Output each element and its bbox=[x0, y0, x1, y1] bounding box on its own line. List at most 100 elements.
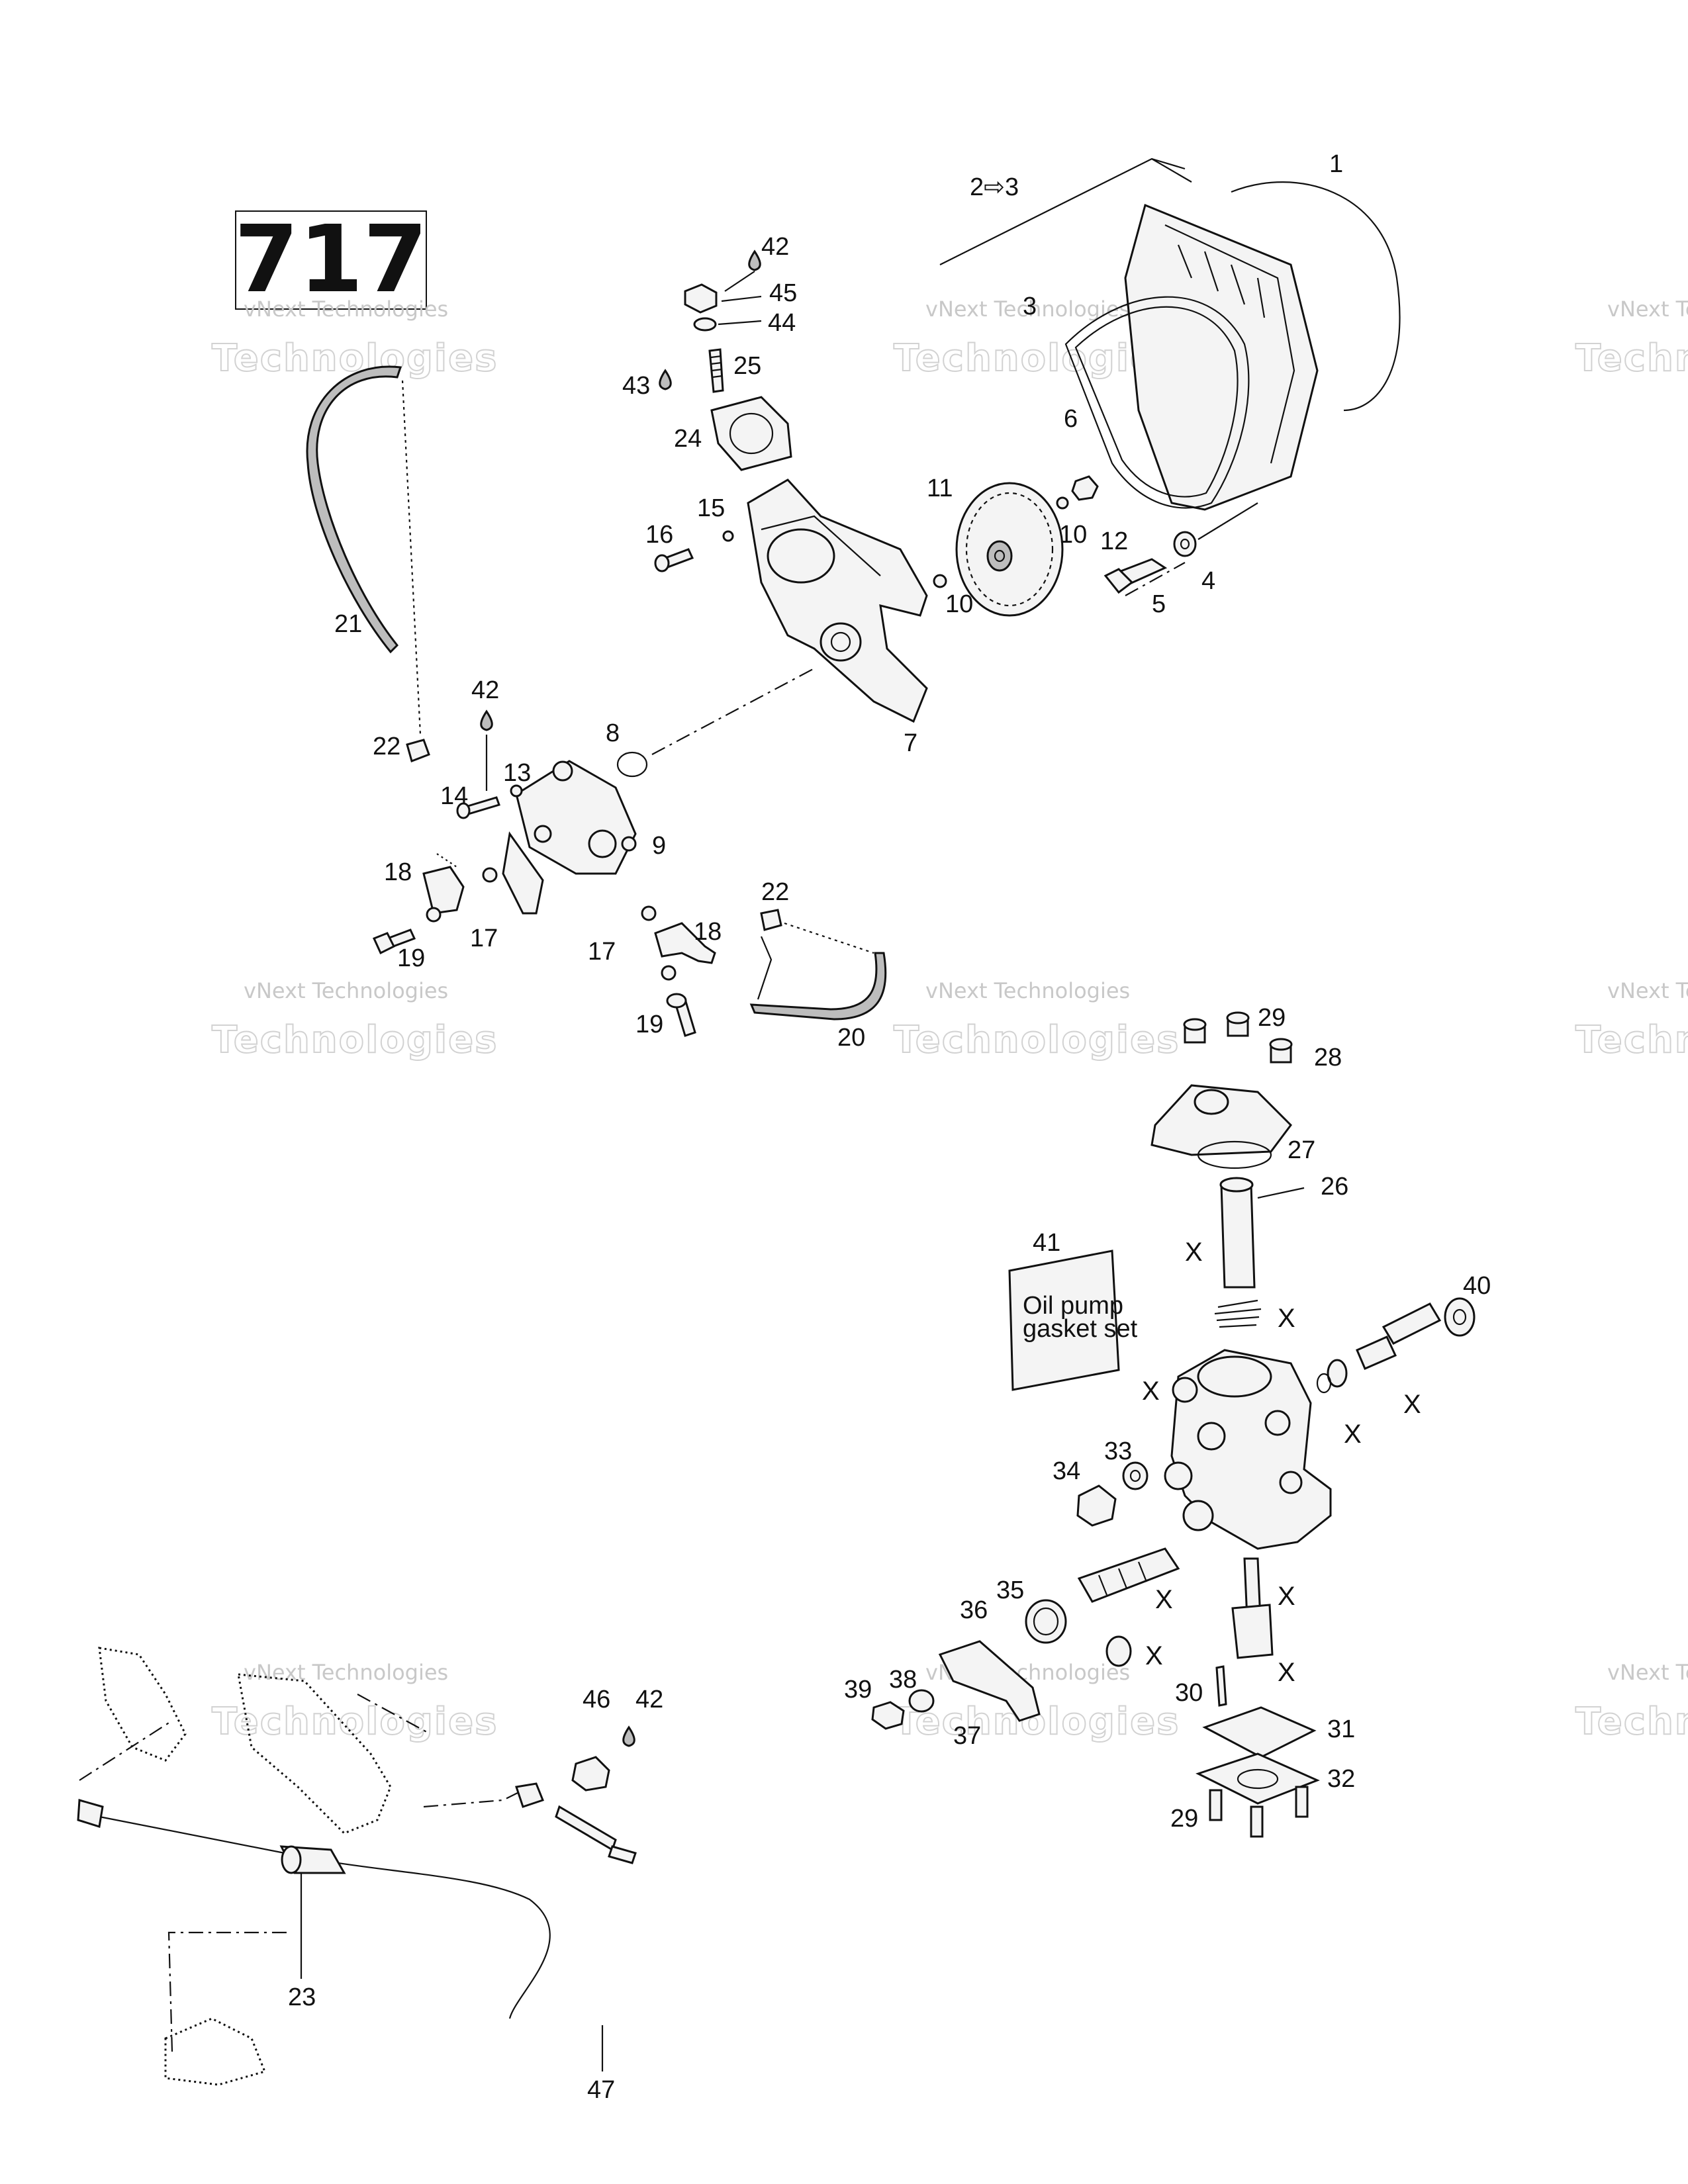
cable-bracket-ring bbox=[281, 1845, 302, 1874]
x-mark: X bbox=[1278, 1582, 1295, 1611]
x-mark: X bbox=[1145, 1641, 1163, 1670]
stud-threads bbox=[710, 355, 723, 379]
axis-line-gear bbox=[1125, 562, 1186, 596]
part-number-label: 3 bbox=[1023, 293, 1037, 320]
part-number-label: 2⇨3 bbox=[970, 173, 1019, 201]
oil-drop-icon bbox=[659, 369, 672, 390]
watermark-text: vNext Technologies bbox=[925, 296, 1130, 322]
clip-part-22 bbox=[406, 739, 430, 762]
spring-part bbox=[1214, 1299, 1262, 1328]
x-mark: X bbox=[1278, 1658, 1295, 1687]
cable-part-47 bbox=[99, 1815, 551, 2019]
cover-rib bbox=[1164, 224, 1295, 464]
leader-2-3b bbox=[1151, 158, 1186, 170]
part-number-label: 4 bbox=[1201, 567, 1215, 595]
nut-part-39 bbox=[871, 1701, 905, 1730]
bolt-head-part-19 bbox=[372, 932, 396, 955]
part-number-label: 41 bbox=[1033, 1229, 1060, 1257]
part-number-label: 27 bbox=[1288, 1136, 1315, 1164]
leaders-44-45 bbox=[718, 295, 762, 326]
pump-body-boss bbox=[1164, 1461, 1193, 1490]
housing-bore-inner bbox=[830, 631, 851, 653]
base-plate-part-32 bbox=[1196, 1752, 1320, 1805]
plug-part-34 bbox=[1076, 1484, 1117, 1527]
x-mark: X bbox=[1155, 1585, 1173, 1614]
watermark-text: vNext Technologies bbox=[1607, 978, 1688, 1003]
ball-part-13 bbox=[510, 784, 523, 797]
spring-inner bbox=[1033, 1607, 1059, 1636]
part-number-label: 43 bbox=[622, 372, 650, 400]
drive-gear bbox=[1231, 1604, 1274, 1659]
nut-part-46 bbox=[571, 1756, 610, 1792]
part-number-label: 46 bbox=[583, 1686, 610, 1713]
part-number-label: 18 bbox=[694, 918, 722, 946]
part-number-label: 21 bbox=[334, 610, 362, 638]
watermark-text: vNext Technologies bbox=[244, 1660, 448, 1685]
part-number-label: 6 bbox=[1064, 405, 1078, 433]
watermark-text: vNext Technologies bbox=[244, 296, 448, 322]
part-number-label: 31 bbox=[1327, 1715, 1355, 1743]
gasket-set-envelope-part-41: Oil pump gasket set bbox=[1008, 1250, 1138, 1391]
part-number-label: 36 bbox=[960, 1596, 988, 1624]
leader-4 bbox=[1197, 502, 1258, 540]
part-number-label: 32 bbox=[1327, 1765, 1355, 1793]
part-number-label: 29 bbox=[1170, 1805, 1198, 1833]
washer-part-17 bbox=[426, 907, 442, 923]
oil-pump-body bbox=[1170, 1349, 1332, 1550]
axis-line-bracket-lower bbox=[167, 1931, 291, 2052]
watermark-text: vNext Technologies bbox=[1607, 1660, 1688, 1685]
leader-26 bbox=[1257, 1187, 1305, 1199]
washer-part-44 bbox=[693, 317, 717, 332]
pump-body-boss bbox=[1279, 1471, 1303, 1494]
part-number-label: 42 bbox=[471, 676, 499, 704]
screws-part-29-top bbox=[1183, 1011, 1293, 1064]
pump-housing-part-7 bbox=[747, 478, 928, 723]
axis-line-bracket bbox=[79, 1720, 173, 1781]
cable-end bbox=[77, 1799, 104, 1828]
watermark-text: Technologies bbox=[894, 1019, 1180, 1062]
watermark-text: vNext Technologies bbox=[1607, 296, 1688, 322]
washer-part-17b bbox=[482, 867, 498, 883]
clip-part-22b bbox=[760, 909, 782, 931]
part-number-label: 39 bbox=[844, 1676, 872, 1704]
washer-part-10 bbox=[1056, 496, 1069, 510]
dotted-guide-18 bbox=[436, 853, 457, 868]
part-number-label: 14 bbox=[440, 782, 468, 810]
washer-33-hole bbox=[1129, 1469, 1141, 1482]
watermark-text: Technologies bbox=[212, 1700, 498, 1743]
leader-42 bbox=[724, 271, 755, 292]
axis-line-upper bbox=[651, 668, 815, 755]
part-number-label: 22 bbox=[761, 878, 789, 906]
part-number-label: 30 bbox=[1175, 1679, 1203, 1707]
washer-part-17c bbox=[641, 905, 657, 921]
gasket-inner-edge bbox=[1074, 306, 1239, 498]
part-number-label: 33 bbox=[1104, 1437, 1132, 1465]
watermark-text: vNext Technologies bbox=[244, 978, 448, 1003]
part-number-label: 18 bbox=[384, 858, 412, 886]
part-number-label: 25 bbox=[733, 352, 761, 380]
pin-part-30 bbox=[1215, 1665, 1227, 1707]
part-number-label: 17 bbox=[470, 925, 498, 952]
part-number-label: 42 bbox=[635, 1686, 663, 1713]
plunger-part-26 bbox=[1220, 1183, 1256, 1289]
oil-pump-part-9 bbox=[515, 760, 637, 875]
x-mark: X bbox=[1403, 1390, 1421, 1419]
engine-code: 717 bbox=[234, 206, 428, 314]
hose-part-20 bbox=[749, 952, 887, 1021]
pump-body-boss bbox=[1182, 1500, 1214, 1531]
housing-port bbox=[767, 528, 835, 584]
part-number-label: 19 bbox=[635, 1011, 663, 1038]
watermark-text: Technologies bbox=[1575, 337, 1688, 380]
washer-part-17d bbox=[661, 965, 677, 981]
bolt-head-part-19b bbox=[666, 993, 687, 1009]
part-number-label: 10 bbox=[1059, 521, 1087, 549]
housing-bore bbox=[820, 622, 862, 662]
gasket-part-31 bbox=[1202, 1706, 1317, 1758]
cover-plate-boss bbox=[1194, 1089, 1229, 1115]
part-number-label: 44 bbox=[768, 309, 796, 337]
part-number-label: 45 bbox=[769, 279, 797, 307]
engine-code-box: 717 bbox=[234, 206, 428, 314]
cable-adjuster bbox=[515, 1782, 544, 1808]
seal-ring-small bbox=[1316, 1373, 1332, 1394]
